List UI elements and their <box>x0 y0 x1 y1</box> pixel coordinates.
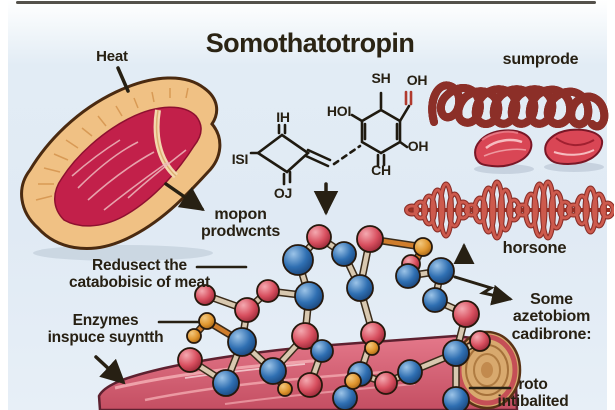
molecule-cluster-illustration <box>177 224 491 410</box>
steak-illustration <box>20 76 222 261</box>
enzymes-label: Enzymes inspuce suyntth <box>47 312 164 346</box>
protein-coil-illustration <box>404 179 614 241</box>
horsone-label: horsone <box>502 239 567 257</box>
atom-label-hoi: HOI <box>326 103 352 119</box>
atom-label-sh: SH <box>371 70 391 86</box>
top-border-line <box>16 1 596 4</box>
heat-pointer-line <box>116 66 130 93</box>
atom-label-oh-top: OH <box>406 72 428 88</box>
atom-label-isi: ISI <box>231 151 249 167</box>
meat-chunks-illustration <box>474 128 604 174</box>
atom-label-ch: CH <box>371 162 391 178</box>
some-azetobiom-label: Some azetobiom cadibrone: <box>511 291 592 343</box>
roto-label: roto intibalited <box>497 376 569 410</box>
mopon-products-label: mopon prodwcnts <box>200 206 281 241</box>
sumprode-label: sumprode <box>502 51 579 68</box>
protein-squiggle-illustration <box>428 66 614 146</box>
structure-bonds <box>249 90 413 186</box>
atom-label-oj: OJ <box>273 185 293 201</box>
atom-label-oh-right: OH <box>407 138 429 154</box>
meat-to-products-arrow <box>164 182 205 211</box>
redusect-label: Redusect the catabobisic of meat <box>69 257 210 291</box>
some-zigzag-arrow <box>453 275 513 306</box>
heat-label: Heat <box>96 48 128 65</box>
figure-title: Somothatotropin <box>205 28 415 58</box>
enzymes-arrow <box>94 355 126 385</box>
atom-label-ih: IH <box>276 109 290 125</box>
